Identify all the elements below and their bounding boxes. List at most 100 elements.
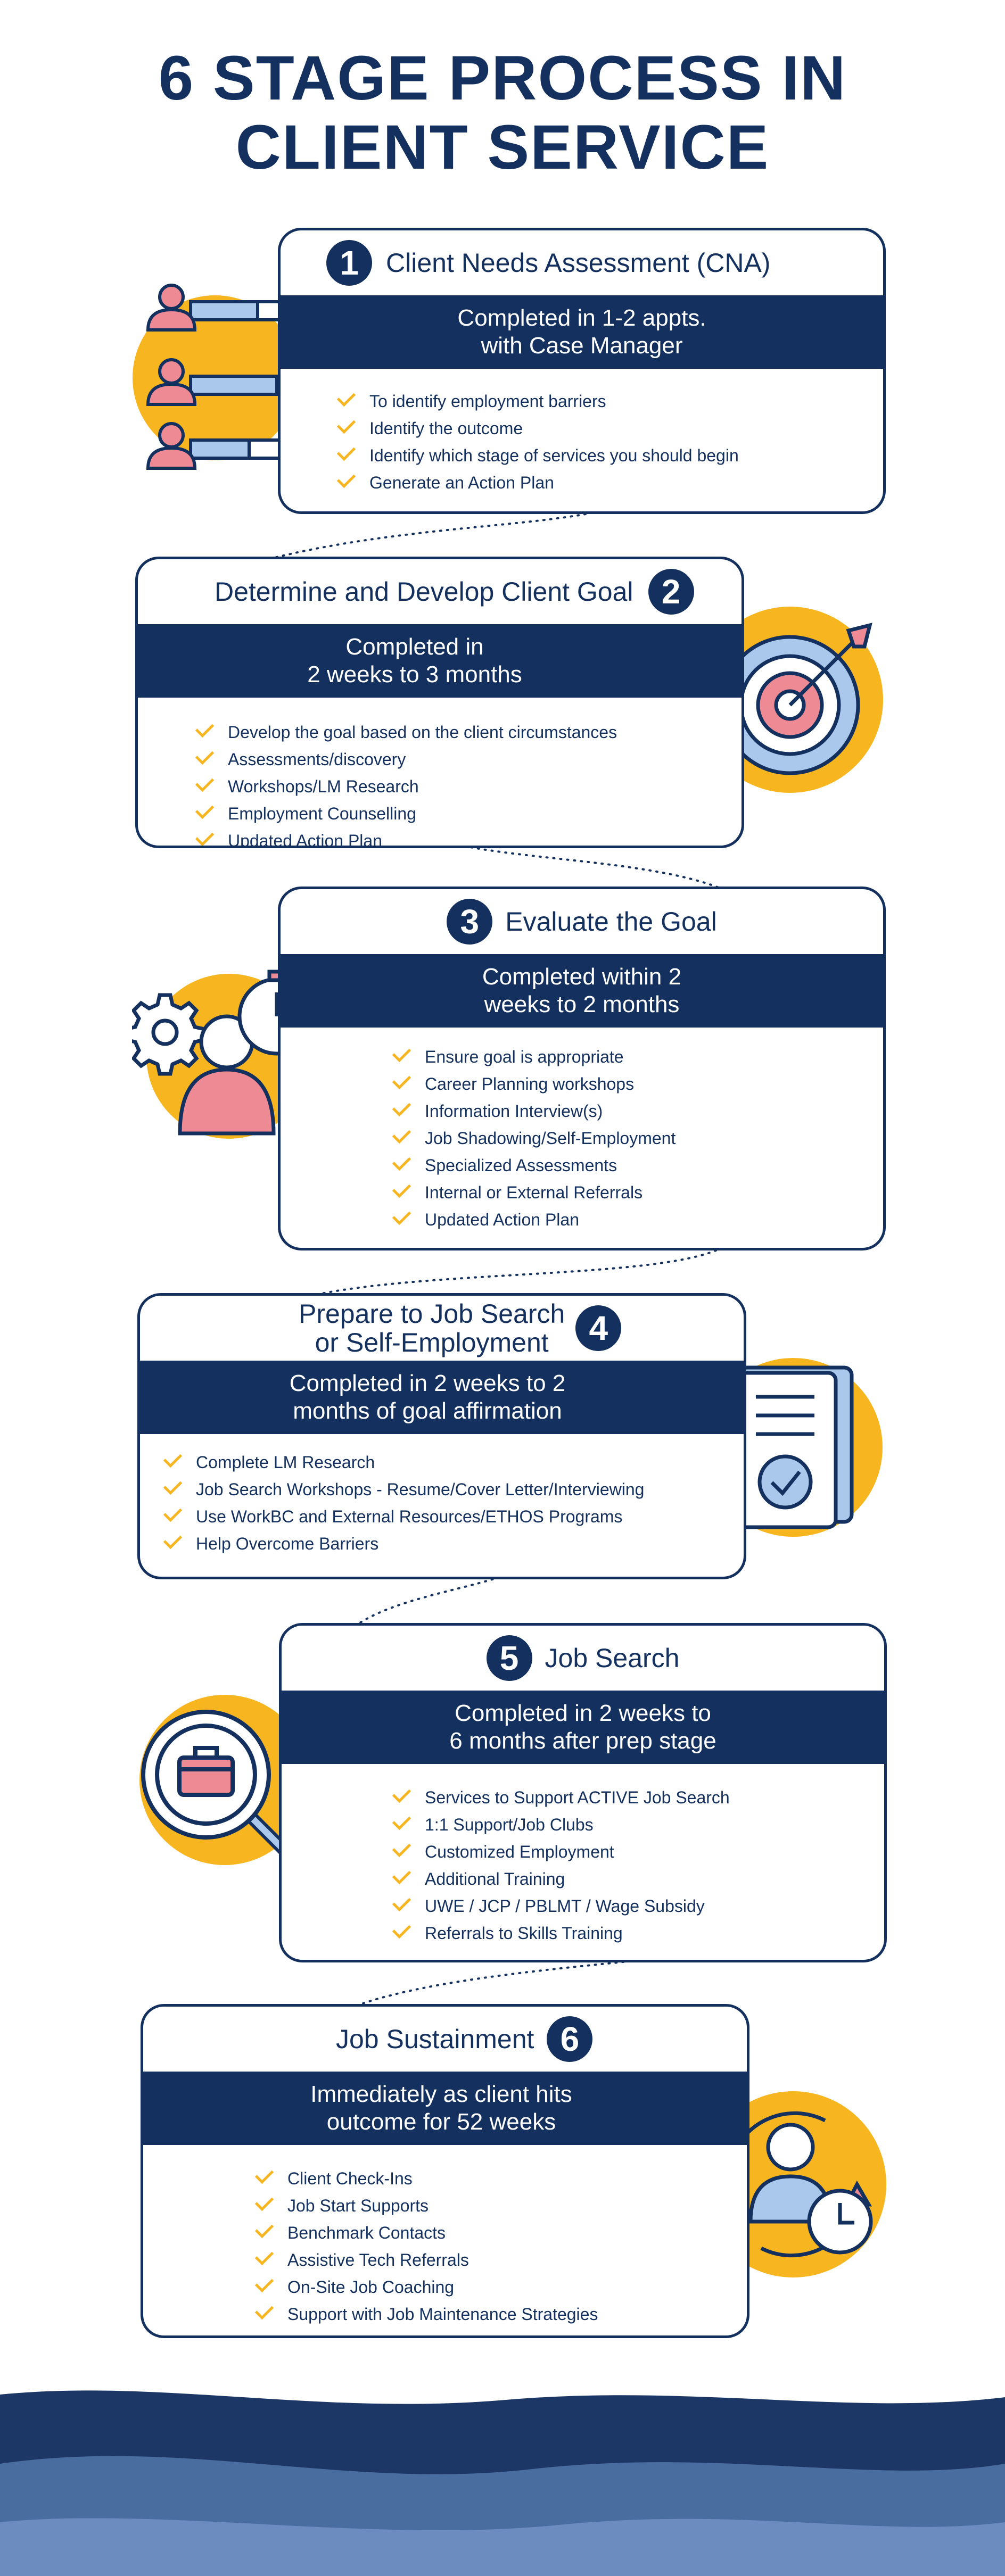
stage-2-title: Determine and Develop Client Goal xyxy=(215,577,633,607)
check-icon xyxy=(254,2246,274,2266)
title-line-2: CLIENT SERVICE xyxy=(235,112,770,183)
list-item: 1:1 Support/Job Clubs xyxy=(392,1811,730,1838)
stage-2-duration-line-2: 2 weeks to 3 months xyxy=(307,661,522,688)
list-item: Complete LM Research xyxy=(163,1448,644,1476)
list-item: Additional Training xyxy=(392,1865,730,1893)
check-icon xyxy=(254,2165,274,2184)
magnifier-briefcase-icon xyxy=(139,1695,310,1870)
check-icon xyxy=(195,773,215,792)
list-item: Customized Employment xyxy=(392,1838,730,1866)
list-item: Benchmark Contacts xyxy=(254,2219,598,2247)
stage-6-title: Job Sustainment xyxy=(336,2024,534,2054)
list-item: Client Check-Ins xyxy=(254,2165,598,2192)
stage-4-title-line-1: Prepare to Job Search xyxy=(299,1299,565,1329)
check-icon xyxy=(392,1206,411,1225)
title-line-1: 6 STAGE PROCESS IN xyxy=(158,43,847,113)
list-item: Identify which stage of services you sho… xyxy=(336,442,739,469)
list-item: Identify the outcome xyxy=(336,415,739,442)
check-icon xyxy=(254,2192,274,2211)
check-icon xyxy=(392,1179,411,1198)
list-item: Assistive Tech Referrals xyxy=(254,2246,598,2274)
check-icon xyxy=(254,2300,274,2320)
list-item: Support with Job Maintenance Strategies xyxy=(254,2300,598,2328)
stage-6-duration: Immediately as client hits outcome for 5… xyxy=(143,2072,747,2145)
list-item: Develop the goal based on the client cir… xyxy=(195,718,617,746)
stage-1-card: 1 Client Needs Assessment (CNA) Complete… xyxy=(278,228,886,514)
check-icon xyxy=(392,1892,411,1912)
stage-2-card: Determine and Develop Client Goal 2 Comp… xyxy=(135,557,744,848)
stage-6-duration-line-1: Immediately as client hits xyxy=(310,2081,572,2107)
check-icon xyxy=(392,1919,411,1939)
stage-3-duration: Completed within 2 weeks to 2 months xyxy=(281,954,883,1028)
list-item: Job Start Supports xyxy=(254,2192,598,2219)
check-icon xyxy=(392,1097,411,1117)
stage-1-header: 1 Client Needs Assessment (CNA) xyxy=(281,230,883,295)
page-title: 6 STAGE PROCESS IN CLIENT SERVICE xyxy=(0,44,1005,182)
check-icon xyxy=(392,1865,411,1885)
stage-4-duration-line-2: months of goal affirmation xyxy=(293,1398,562,1424)
list-item: Job Shadowing/Self-Employment xyxy=(392,1124,676,1152)
list-item: Internal or External Referrals xyxy=(392,1179,676,1206)
stage-4-duration-line-1: Completed in 2 weeks to 2 xyxy=(289,1370,566,1396)
list-item: Employment Counselling xyxy=(195,800,617,827)
check-icon xyxy=(392,1784,411,1803)
stage-5-duration: Completed in 2 weeks to 6 months after p… xyxy=(282,1691,884,1764)
check-icon xyxy=(163,1448,183,1468)
stage-5-number-badge: 5 xyxy=(486,1635,532,1681)
stage-3-title: Evaluate the Goal xyxy=(505,907,717,937)
list-item: Assessments/discovery xyxy=(195,746,617,773)
document-checkmark-icon xyxy=(704,1358,883,1537)
stage-5-list: Services to Support ACTIVE Job Search 1:… xyxy=(392,1784,730,1947)
stage-5-title: Job Search xyxy=(545,1643,680,1673)
check-icon xyxy=(336,469,356,488)
list-item: Use WorkBC and External Resources/ETHOS … xyxy=(163,1503,644,1530)
stage-5-card: 5 Job Search Completed in 2 weeks to 6 m… xyxy=(279,1623,887,1962)
check-icon xyxy=(195,800,215,819)
check-icon xyxy=(392,1838,411,1858)
check-icon xyxy=(392,1124,411,1144)
person-gear-stopwatch-icon xyxy=(132,970,313,1139)
stage-6-number-badge: 6 xyxy=(547,2016,593,2062)
check-icon xyxy=(336,442,356,461)
stage-1-title: Client Needs Assessment (CNA) xyxy=(386,248,771,278)
list-item: UWE / JCP / PBLMT / Wage Subsidy xyxy=(392,1892,730,1920)
stage-1-duration: Completed in 1-2 appts. with Case Manage… xyxy=(281,295,883,369)
stage-4-header: Prepare to Job Search or Self-Employment… xyxy=(140,1296,744,1361)
stage-2-header: Determine and Develop Client Goal 2 xyxy=(138,559,742,624)
check-icon xyxy=(195,746,215,765)
list-item: Specialized Assessments xyxy=(392,1152,676,1179)
list-item: To identify employment barriers xyxy=(336,387,739,415)
check-icon xyxy=(163,1476,183,1495)
check-icon xyxy=(336,387,356,407)
stage-3-list: Ensure goal is appropriate Career Planni… xyxy=(392,1043,676,1233)
stage-3-number-badge: 3 xyxy=(447,899,493,945)
check-icon xyxy=(392,1070,411,1090)
list-item: Services to Support ACTIVE Job Search xyxy=(392,1784,730,1811)
check-icon xyxy=(392,1152,411,1171)
stage-3-card: 3 Evaluate the Goal Completed within 2 w… xyxy=(278,887,886,1250)
stage-6-header: Job Sustainment 6 xyxy=(143,2007,747,2072)
list-item: Referrals to Skills Training xyxy=(392,1919,730,1947)
list-item: Updated Action Plan xyxy=(195,827,617,846)
list-item: Generate an Action Plan xyxy=(336,469,739,496)
stage-1-list: To identify employment barriers Identify… xyxy=(336,387,739,496)
stage-4-title: Prepare to Job Search or Self-Employment xyxy=(299,1299,565,1357)
check-icon xyxy=(163,1530,183,1550)
stage-4-list: Complete LM Research Job Search Workshop… xyxy=(163,1448,644,1558)
stage-6-list: Client Check-Ins Job Start Supports Benc… xyxy=(254,2165,598,2328)
list-item: Job Search Workshops - Resume/Cover Lett… xyxy=(163,1476,644,1503)
check-icon xyxy=(254,2273,274,2293)
check-icon xyxy=(195,827,215,846)
list-item: Ensure goal is appropriate xyxy=(392,1043,676,1071)
check-icon xyxy=(195,718,215,738)
check-icon xyxy=(254,2219,274,2239)
stage-4-card: Prepare to Job Search or Self-Employment… xyxy=(137,1293,746,1579)
stage-2-number-badge: 2 xyxy=(648,569,694,615)
check-icon xyxy=(336,415,356,434)
stage-1-number-badge: 1 xyxy=(326,240,372,286)
stage-4-duration: Completed in 2 weeks to 2 months of goal… xyxy=(140,1361,744,1434)
stage-6-card: Job Sustainment 6 Immediately as client … xyxy=(141,2004,749,2338)
list-item: Help Overcome Barriers xyxy=(163,1530,644,1558)
stage-1-duration-line-1: Completed in 1-2 appts. xyxy=(457,305,706,331)
stage-4-title-line-2: or Self-Employment xyxy=(315,1328,549,1357)
